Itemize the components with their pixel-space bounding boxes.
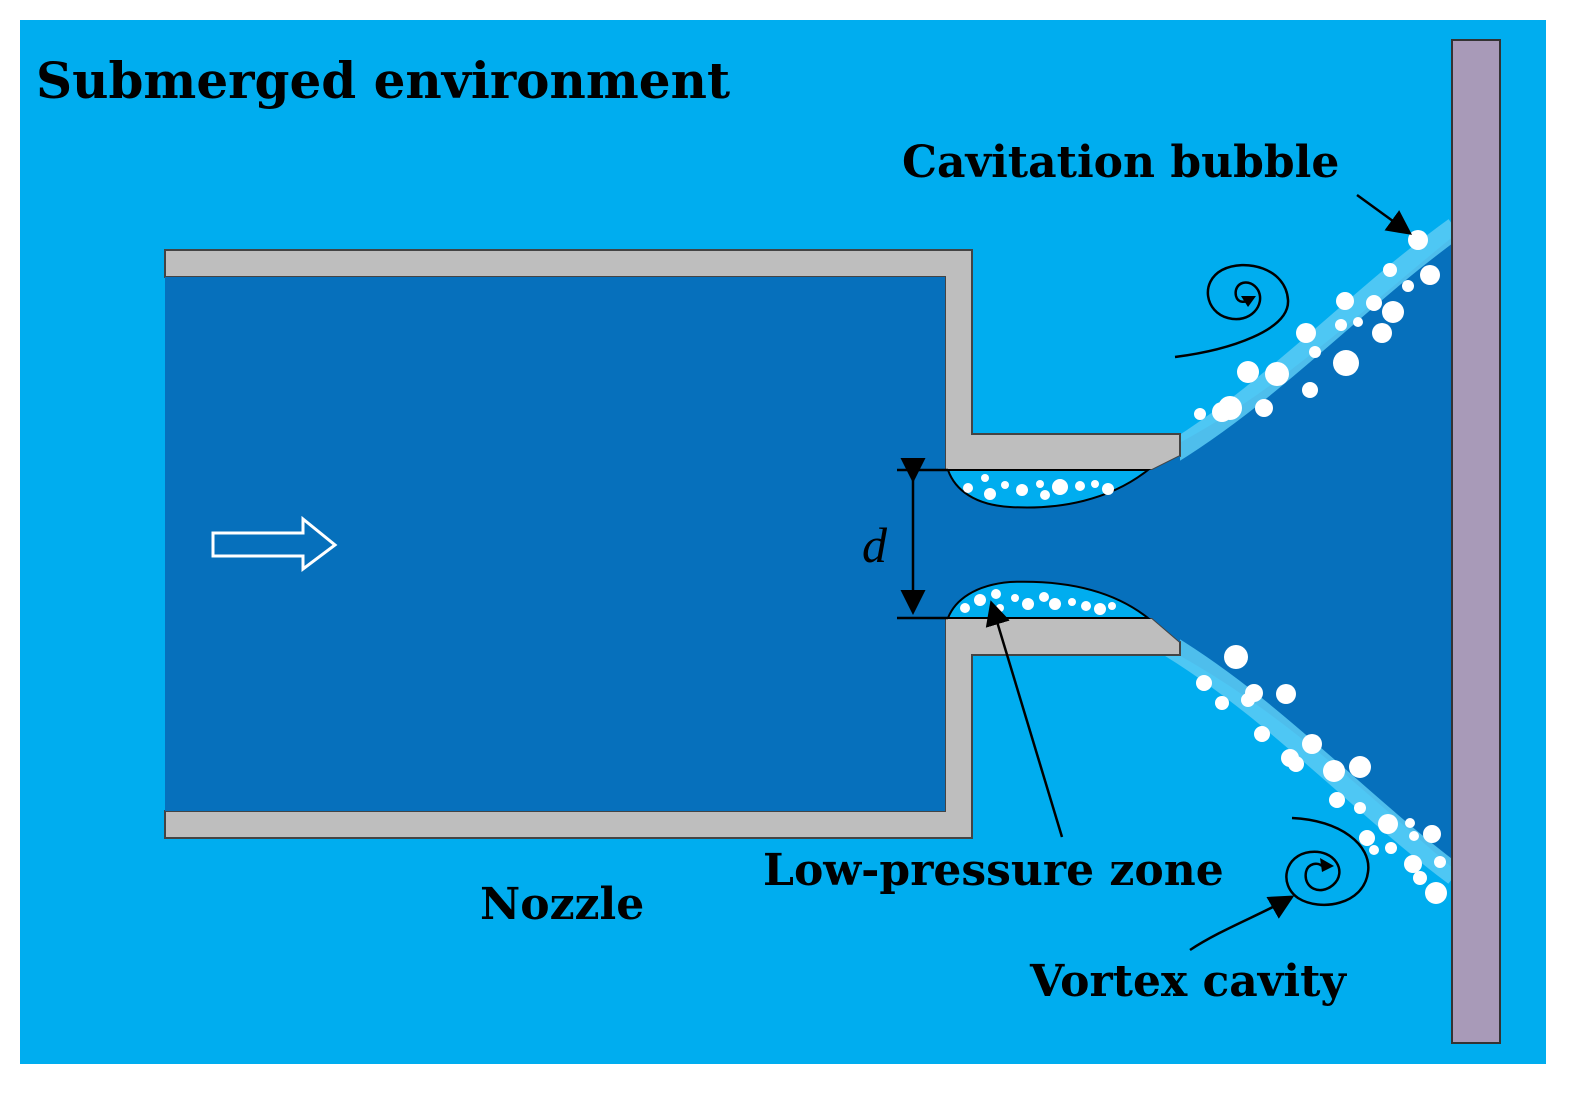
bubble <box>1329 792 1345 808</box>
bubble <box>1245 684 1263 702</box>
bubble <box>1288 756 1304 772</box>
bubble <box>996 604 1004 612</box>
bubble <box>1001 481 1009 489</box>
bubble <box>1039 592 1049 602</box>
bubble <box>1194 408 1206 420</box>
cavitation-bubble-pointer <box>1356 193 1413 235</box>
bubble <box>1354 802 1366 814</box>
bubble <box>1022 598 1034 610</box>
bubble <box>1409 831 1419 841</box>
bubble <box>1302 734 1322 754</box>
spiral-icon <box>1174 263 1290 359</box>
label-submerged-environment: Submerged environment <box>36 51 730 110</box>
bubble <box>1434 856 1446 868</box>
bubble <box>1382 301 1404 323</box>
bubble <box>1265 362 1289 386</box>
label-cavitation-bubble: Cavitation bubble <box>902 137 1339 188</box>
bubble <box>1040 490 1050 500</box>
bubble <box>1255 399 1273 417</box>
bubble <box>1302 382 1318 398</box>
bubble <box>1405 818 1415 828</box>
vortex-cavity-pointer <box>1189 895 1295 952</box>
bubble <box>1420 265 1440 285</box>
target-plate <box>1451 39 1501 1044</box>
bubble <box>1423 825 1441 843</box>
bubble <box>1215 696 1229 710</box>
bubble <box>1378 814 1398 834</box>
bubble <box>1366 295 1382 311</box>
bubble <box>1385 842 1397 854</box>
bubble <box>1413 871 1427 885</box>
bubble <box>1296 323 1316 343</box>
bubble <box>1081 601 1091 611</box>
bubble <box>1309 346 1321 358</box>
low-pressure-zone-top <box>946 469 1151 509</box>
bubble <box>984 488 996 500</box>
bubble <box>1372 323 1392 343</box>
bubble <box>1404 855 1422 873</box>
bubble <box>1323 760 1345 782</box>
bubble <box>1353 317 1363 327</box>
bubble <box>1011 594 1019 602</box>
bubble <box>1218 396 1242 420</box>
bubble <box>1359 830 1375 846</box>
upper-shear-layer <box>1154 219 1462 470</box>
bubble <box>1408 230 1428 250</box>
bubble <box>1036 480 1044 488</box>
bubble <box>960 603 970 613</box>
bubble <box>991 589 1001 599</box>
bubble <box>1402 280 1414 292</box>
bubble <box>963 483 973 493</box>
bubble <box>1254 726 1270 742</box>
jet-plume <box>1150 235 1455 870</box>
bubble <box>1196 675 1212 691</box>
low-pressure-zone-pointer <box>985 600 1064 838</box>
bubble <box>1102 483 1114 495</box>
bubble <box>1094 603 1106 615</box>
spiral-arrow-bottom <box>1320 858 1334 872</box>
bubble <box>1108 602 1116 610</box>
bubble <box>1336 292 1354 310</box>
bubble <box>974 594 986 606</box>
bubble <box>1425 882 1447 904</box>
bubble <box>1224 645 1248 669</box>
bubble <box>1369 845 1379 855</box>
spiral-icon <box>1285 816 1370 906</box>
bubble <box>1333 350 1359 376</box>
hollow-right-arrow-icon <box>211 515 338 572</box>
spiral-arrow-top <box>1241 296 1256 307</box>
zone-bubbles <box>960 474 1116 615</box>
label-low-pressure-zone: Low-pressure zone <box>763 845 1224 896</box>
bubble <box>1335 319 1347 331</box>
label-nozzle: Nozzle <box>480 879 644 930</box>
bubble <box>1075 481 1085 491</box>
bubble <box>1068 598 1076 606</box>
bubble <box>1383 263 1397 277</box>
label-vortex-cavity: Vortex cavity <box>1029 956 1347 1007</box>
bubble <box>981 474 989 482</box>
bubble <box>1049 598 1061 610</box>
nozzle-chamber <box>165 277 945 811</box>
bubble <box>1052 479 1068 495</box>
bubble <box>1349 756 1371 778</box>
bubble <box>1016 484 1028 496</box>
bubble <box>1276 684 1296 704</box>
label-diameter: d <box>862 517 888 573</box>
bubble <box>1091 480 1099 488</box>
cavitation-bubbles <box>1194 230 1447 904</box>
bubble <box>1237 361 1259 383</box>
